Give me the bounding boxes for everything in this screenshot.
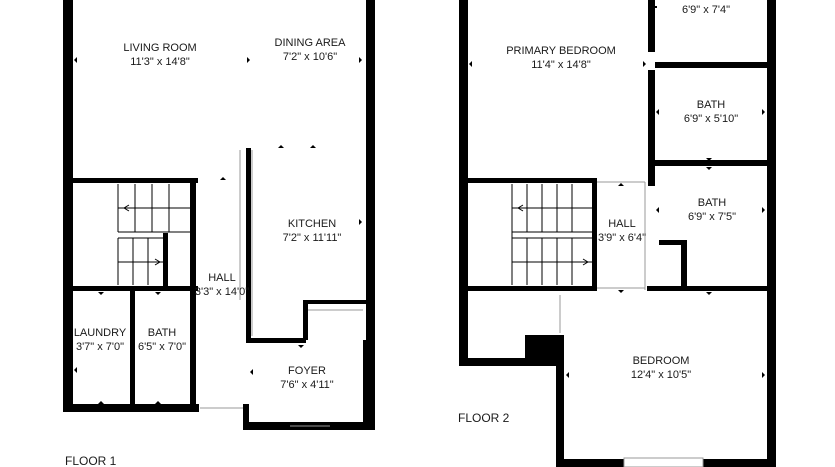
floor-1-walls <box>63 0 375 430</box>
hall-2-name: HALL <box>608 218 636 230</box>
floor-labels: FLOOR 1 FLOOR 2 <box>65 411 510 467</box>
bedroom-name: BEDROOM <box>633 355 690 367</box>
foyer-name: FOYER <box>288 365 326 377</box>
kitchen-name: KITCHEN <box>288 218 336 230</box>
closet-top-dims: 6'9" x 7'4" <box>682 4 730 16</box>
hall-2-dims: 3'9" x 6'4" <box>598 232 646 244</box>
bath-3-name: BATH <box>698 197 727 209</box>
bedroom-dims: 12'4" x 10'5" <box>631 369 691 381</box>
primary-bedroom-name: PRIMARY BEDROOM <box>506 45 616 57</box>
bath-3-dims: 6'9" x 7'5" <box>688 211 736 223</box>
kitchen-counters <box>200 150 363 427</box>
bath-1-name: BATH <box>148 327 177 339</box>
laundry-name: LAUNDRY <box>74 327 127 339</box>
hall-1-dims: 3'3" x 14'0" <box>195 286 249 298</box>
dining-area-name: DINING AREA <box>275 37 347 49</box>
floor-2-openings <box>559 181 704 467</box>
bath-2-name: BATH <box>697 99 726 111</box>
floor-2-stairs <box>511 184 592 285</box>
floor-1-stairs <box>117 184 190 285</box>
room-labels: LIVING ROOM 11'3" x 14'8" DINING AREA 7'… <box>74 4 738 391</box>
floor-2-walls <box>459 0 776 467</box>
floor-1-markers <box>74 57 362 404</box>
kitchen-dims: 7'2" x 11'11" <box>283 232 342 244</box>
primary-bedroom-dims: 11'4" x 14'8" <box>531 59 591 71</box>
hall-1-name: HALL <box>208 272 236 284</box>
floor-2-markers <box>469 61 765 378</box>
floor-1-label: FLOOR 1 <box>65 454 117 467</box>
laundry-dims: 3'7" x 7'0" <box>76 341 124 353</box>
living-room-dims: 11'3" x 14'8" <box>130 56 190 68</box>
foyer-dims: 7'6" x 4'11" <box>280 379 333 391</box>
dining-area-dims: 7'2" x 10'6" <box>283 51 337 63</box>
floor-2-label: FLOOR 2 <box>458 411 510 425</box>
bath-2-dims: 6'9" x 5'10" <box>684 113 738 125</box>
living-room-name: LIVING ROOM <box>123 42 196 54</box>
bath-1-dims: 6'5" x 7'0" <box>138 341 186 353</box>
